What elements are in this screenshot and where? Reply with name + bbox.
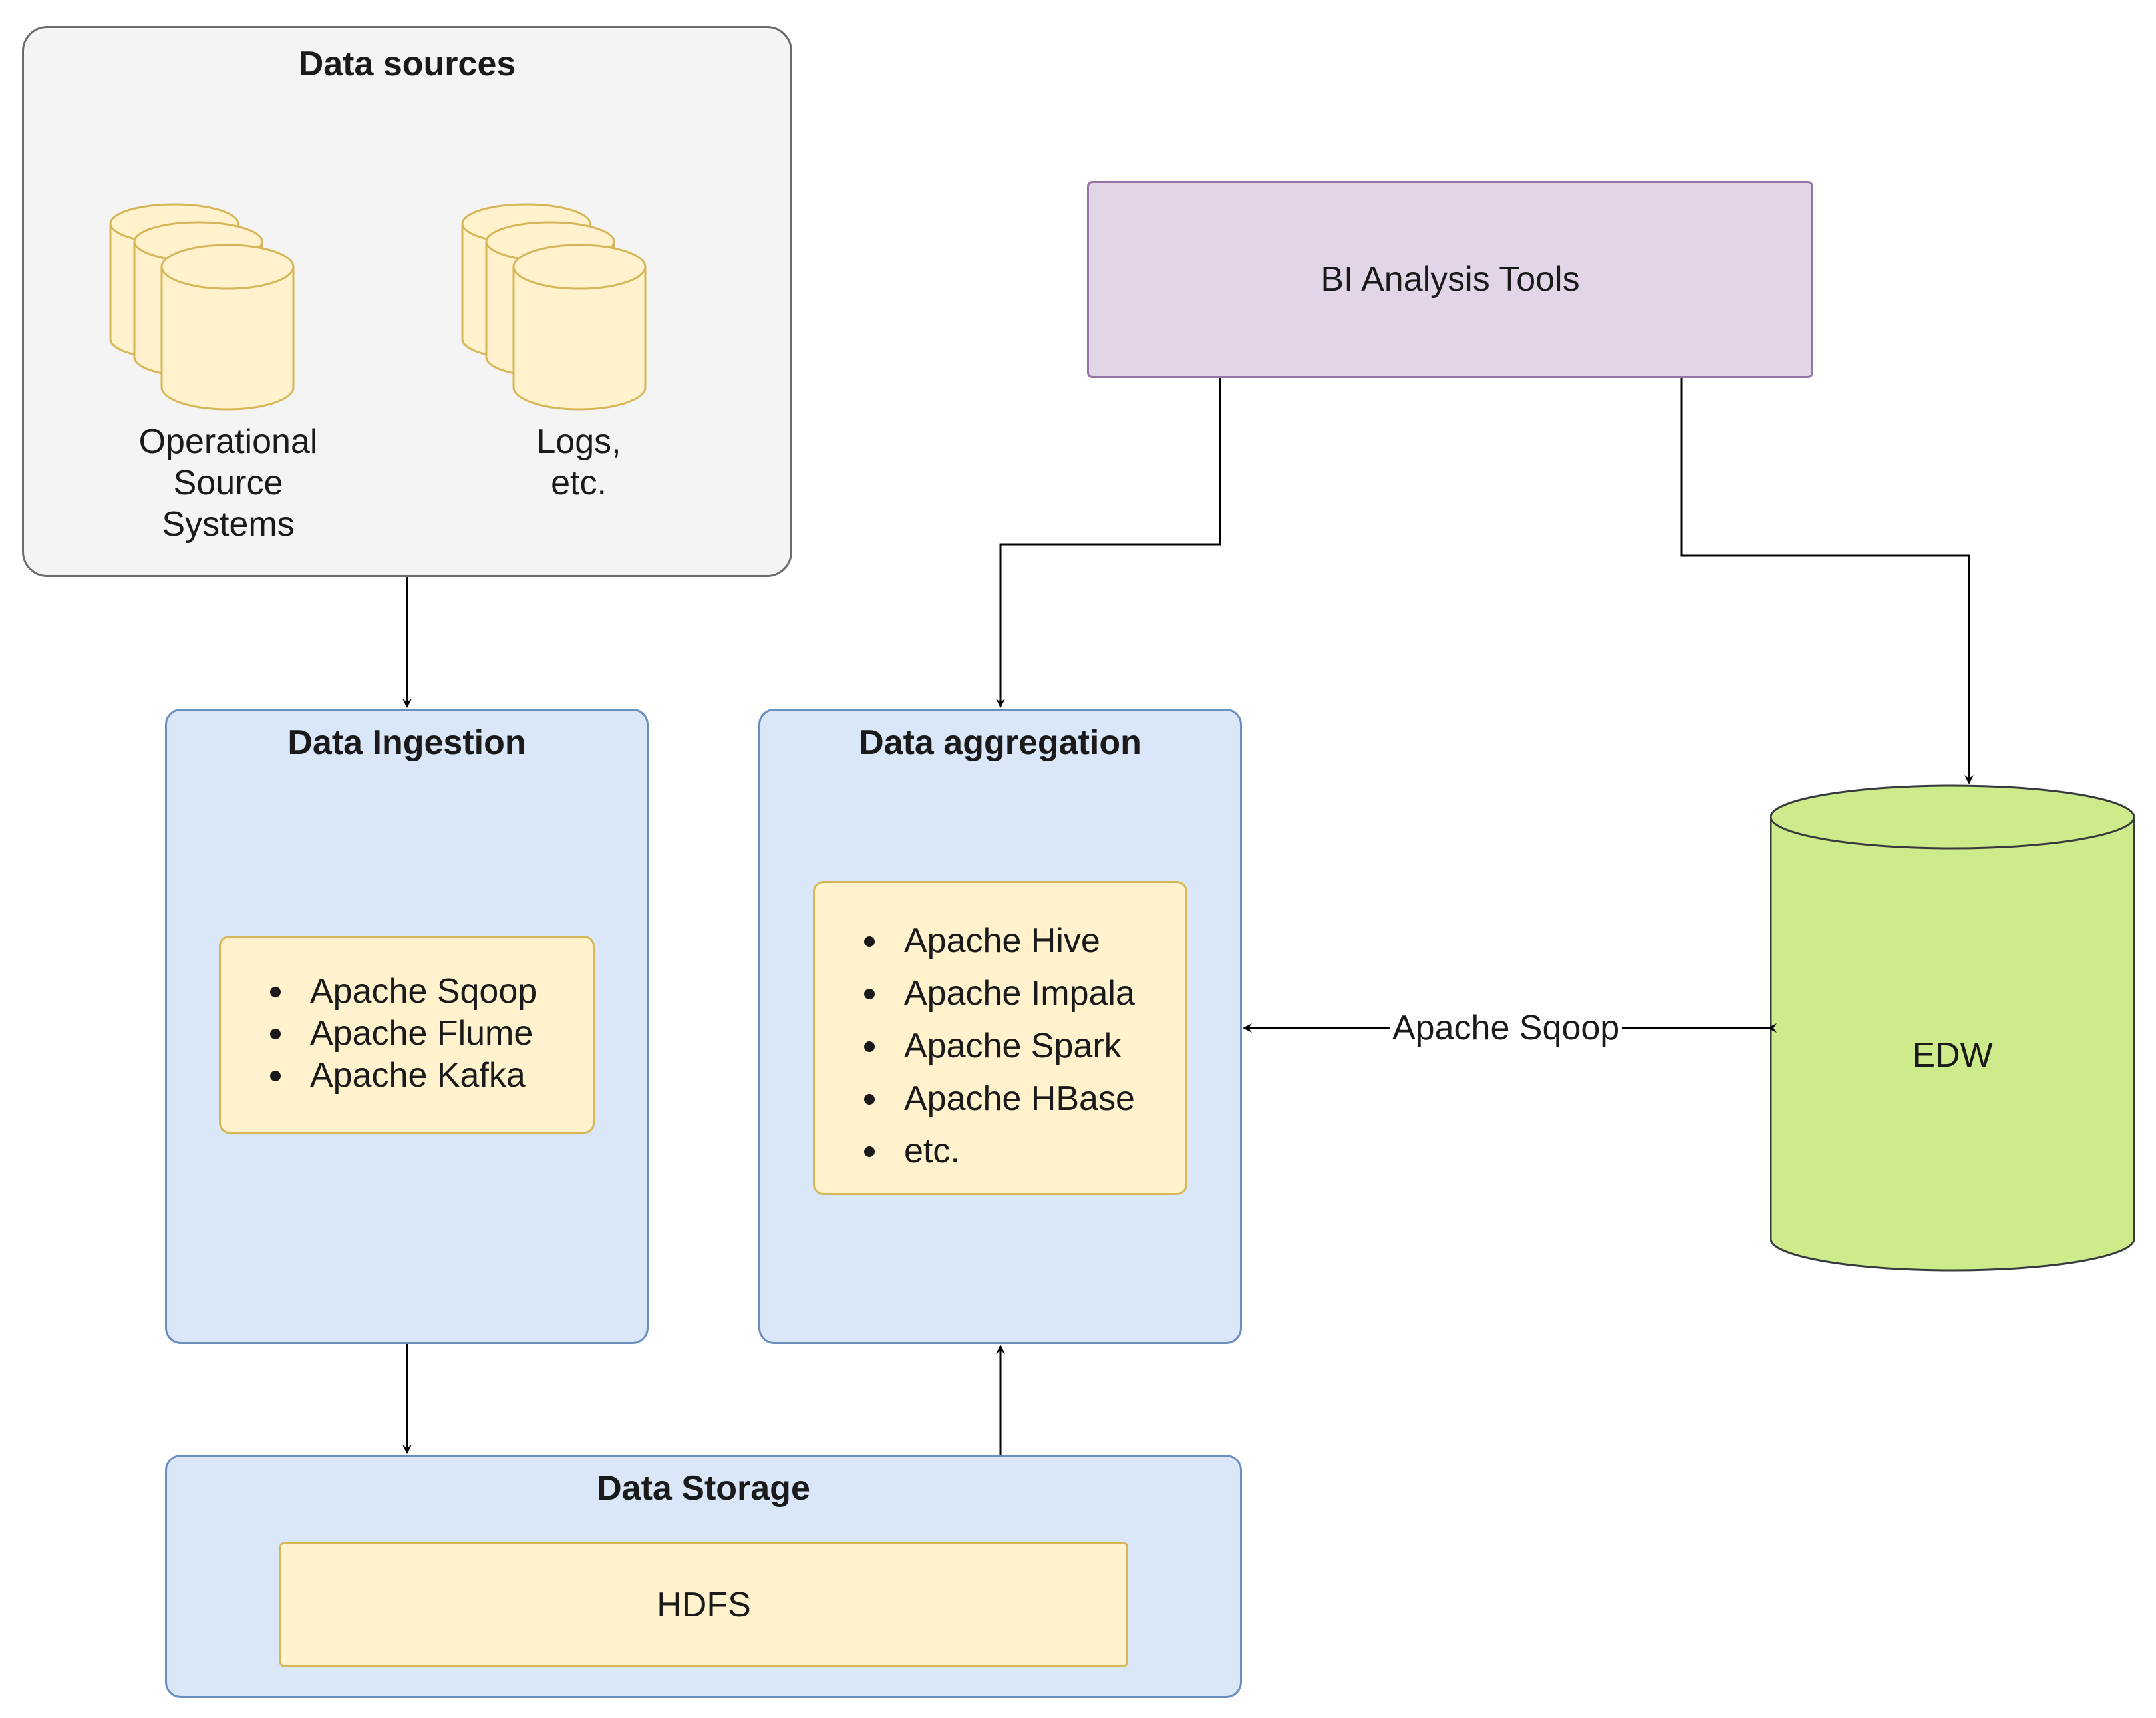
data-aggregation-tools-box: Apache Hive Apache Impala Apache Spark A… bbox=[813, 881, 1187, 1195]
data-ingestion-tools-box: Apache Sqoop Apache Flume Apache Kafka bbox=[219, 936, 595, 1134]
list-item: Apache Spark bbox=[852, 1020, 1135, 1073]
data-aggregation-title: Data aggregation bbox=[859, 723, 1142, 762]
operational-source-systems-label: Operational Source Systems bbox=[138, 423, 318, 544]
data-ingestion-tools-list: Apache Sqoop Apache Flume Apache Kafka bbox=[258, 971, 537, 1097]
bi-analysis-tools-box: BI Analysis Tools bbox=[1087, 181, 1813, 378]
data-sources-title: Data sources bbox=[298, 45, 516, 83]
edw-cylinder bbox=[1770, 784, 2135, 1272]
hdfs-label: HDFS bbox=[657, 1585, 751, 1624]
logs-database-icon bbox=[461, 203, 647, 411]
list-item: etc. bbox=[852, 1125, 1135, 1178]
list-item: Apache HBase bbox=[852, 1073, 1135, 1125]
operational-database-icon bbox=[109, 203, 295, 411]
list-item: Apache Sqoop bbox=[258, 971, 537, 1013]
data-aggregation-tools-list: Apache Hive Apache Impala Apache Spark A… bbox=[852, 915, 1135, 1178]
hdfs-box: HDFS bbox=[279, 1542, 1128, 1667]
list-item: Apache Kafka bbox=[258, 1055, 537, 1097]
data-storage-title: Data Storage bbox=[597, 1469, 810, 1508]
arrow-bi-to-aggregation bbox=[996, 378, 1221, 708]
arrow-bi-to-edw bbox=[1680, 378, 1974, 784]
list-item: Apache Hive bbox=[852, 915, 1135, 967]
data-ingestion-title: Data Ingestion bbox=[287, 723, 526, 762]
logs-label: Logs, etc. bbox=[536, 423, 621, 502]
connectors bbox=[402, 378, 1974, 1455]
bi-analysis-tools-label: BI Analysis Tools bbox=[1320, 260, 1580, 299]
list-item: Apache Flume bbox=[258, 1013, 537, 1055]
edw-label: EDW bbox=[1912, 1036, 1993, 1075]
list-item: Apache Impala bbox=[852, 967, 1135, 1020]
apache-sqoop-connector-label: Apache Sqoop bbox=[1390, 1008, 1622, 1048]
